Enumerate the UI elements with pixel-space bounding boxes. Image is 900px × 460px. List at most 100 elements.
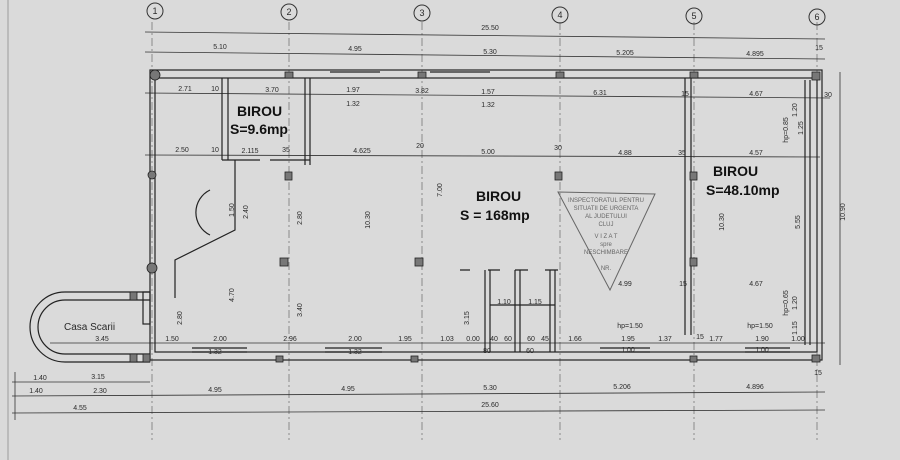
svg-text:hp=0.65: hp=0.65 — [783, 290, 790, 316]
svg-text:NESCHIMBARE: NESCHIMBARE — [584, 250, 628, 256]
svg-text:1.97: 1.97 — [346, 87, 360, 94]
svg-text:hp=1.50: hp=1.50 — [747, 323, 773, 330]
svg-text:6.31: 6.31 — [593, 90, 607, 97]
axis-marker-5: 5 — [685, 7, 703, 25]
svg-text:45: 45 — [541, 336, 549, 343]
svg-text:10.30: 10.30 — [719, 213, 726, 231]
svg-text:5.30: 5.30 — [483, 385, 497, 392]
svg-text:15: 15 — [679, 281, 687, 288]
svg-text:1.40: 1.40 — [33, 375, 47, 382]
svg-text:1.15: 1.15 — [792, 321, 799, 335]
svg-text:3.70: 3.70 — [265, 87, 279, 94]
svg-text:4.95: 4.95 — [348, 46, 362, 53]
svg-text:1.15: 1.15 — [528, 299, 542, 306]
svg-text:15: 15 — [814, 370, 822, 377]
svg-text:1.77: 1.77 — [709, 336, 723, 343]
svg-text:7.00: 7.00 — [437, 183, 444, 197]
svg-text:1.00: 1.00 — [621, 347, 635, 354]
dimensions-top: 25.50 5.10 4.95 5.30 5.205 4.895 2.71 10… — [175, 25, 832, 157]
walls — [29, 69, 823, 363]
dimensions-bottom: 3.45 1.50 2.00 2.96 2.00 1.95 1.03 0.00 … — [29, 281, 822, 412]
svg-text:10: 10 — [211, 86, 219, 93]
svg-text:1.25: 1.25 — [798, 121, 805, 135]
svg-text:60: 60 — [504, 336, 512, 343]
approval-stamp: INSPECTORATUL PENTRU SITUATII DE URGENTA… — [557, 191, 656, 292]
svg-text:1.95: 1.95 — [398, 336, 412, 343]
svg-text:25.50: 25.50 — [481, 25, 499, 32]
room-office-right: BIROU S=48.10mp — [706, 163, 780, 198]
axis-marker-3: 3 — [413, 4, 431, 22]
svg-text:3.82: 3.82 — [415, 88, 429, 95]
svg-text:INSPECTORATUL PENTRU: INSPECTORATUL PENTRU — [568, 198, 644, 204]
svg-text:1.37: 1.37 — [658, 336, 672, 343]
svg-text:2.50: 2.50 — [175, 147, 189, 154]
svg-text:1.95: 1.95 — [621, 336, 635, 343]
svg-text:1.40: 1.40 — [29, 388, 43, 395]
svg-text:5.206: 5.206 — [613, 384, 631, 391]
svg-text:2.80: 2.80 — [297, 211, 304, 225]
grid-axes: 1 2 3 4 5 6 — [146, 2, 826, 440]
svg-text:3: 3 — [419, 8, 424, 18]
svg-text:5.00: 5.00 — [481, 149, 495, 156]
svg-text:S=48.10mp: S=48.10mp — [706, 182, 780, 198]
svg-text:3.40: 3.40 — [297, 303, 304, 317]
svg-text:BIROU: BIROU — [476, 188, 521, 204]
svg-text:2.40: 2.40 — [243, 205, 250, 219]
svg-text:25.60: 25.60 — [481, 402, 499, 409]
svg-text:1.00: 1.00 — [755, 347, 769, 354]
columns — [129, 69, 821, 363]
svg-text:4.55: 4.55 — [73, 405, 87, 412]
svg-text:3.15: 3.15 — [464, 311, 471, 325]
svg-text:1.50: 1.50 — [165, 336, 179, 343]
svg-text:S=9.6mp: S=9.6mp — [230, 121, 288, 137]
svg-text:1.03: 1.03 — [440, 336, 454, 343]
svg-text:4.67: 4.67 — [749, 91, 763, 98]
svg-text:3.45: 3.45 — [95, 336, 109, 343]
svg-text:20: 20 — [416, 143, 424, 150]
dimension-lines — [11, 31, 841, 420]
svg-text:1.57: 1.57 — [481, 89, 495, 96]
svg-text:1: 1 — [152, 6, 157, 16]
room-office-main: BIROU S = 168mp — [460, 188, 530, 223]
svg-text:AL JUDETULUI: AL JUDETULUI — [585, 214, 627, 220]
svg-text:60: 60 — [527, 336, 535, 343]
svg-text:1.66: 1.66 — [568, 336, 582, 343]
svg-text:V I Z A T: V I Z A T — [595, 234, 618, 240]
axis-marker-2: 2 — [280, 3, 298, 21]
svg-text:1.32: 1.32 — [208, 349, 222, 356]
svg-text:5.30: 5.30 — [483, 49, 497, 56]
room-office-small: BIROU S=9.6mp — [230, 103, 288, 137]
svg-text:10.30: 10.30 — [365, 211, 372, 229]
svg-text:5.205: 5.205 — [616, 50, 634, 57]
svg-text:60: 60 — [526, 348, 534, 355]
svg-text:4.625: 4.625 — [353, 148, 371, 155]
svg-text:4.895: 4.895 — [746, 51, 764, 58]
axis-marker-1: 1 — [146, 2, 164, 20]
svg-text:hp=1.50: hp=1.50 — [617, 323, 643, 330]
svg-text:CLUJ: CLUJ — [598, 222, 613, 228]
svg-text:80: 80 — [483, 348, 491, 355]
svg-text:2.00: 2.00 — [348, 336, 362, 343]
svg-text:4.99: 4.99 — [618, 281, 632, 288]
svg-text:2.71: 2.71 — [178, 86, 192, 93]
svg-text:4.896: 4.896 — [746, 384, 764, 391]
svg-text:5.10: 5.10 — [213, 44, 227, 51]
svg-text:10.90: 10.90 — [840, 203, 847, 221]
svg-text:hp=0.85: hp=0.85 — [783, 117, 790, 143]
svg-text:5: 5 — [691, 11, 696, 21]
svg-text:1.20: 1.20 — [792, 103, 799, 117]
svg-text:4.70: 4.70 — [229, 288, 236, 302]
svg-text:15: 15 — [696, 334, 704, 341]
svg-text:35: 35 — [282, 147, 290, 154]
svg-text:15: 15 — [681, 91, 689, 98]
svg-text:1.32: 1.32 — [481, 102, 495, 109]
svg-text:SITUATII DE URGENTA: SITUATII DE URGENTA — [574, 206, 639, 212]
svg-text:BIROU: BIROU — [237, 103, 282, 119]
svg-text:1.32: 1.32 — [346, 101, 360, 108]
svg-text:1.32: 1.32 — [348, 349, 362, 356]
svg-text:2.115: 2.115 — [242, 148, 259, 155]
svg-text:4.57: 4.57 — [749, 150, 763, 157]
svg-text:spre: spre — [600, 242, 612, 248]
svg-text:0.00: 0.00 — [466, 336, 480, 343]
